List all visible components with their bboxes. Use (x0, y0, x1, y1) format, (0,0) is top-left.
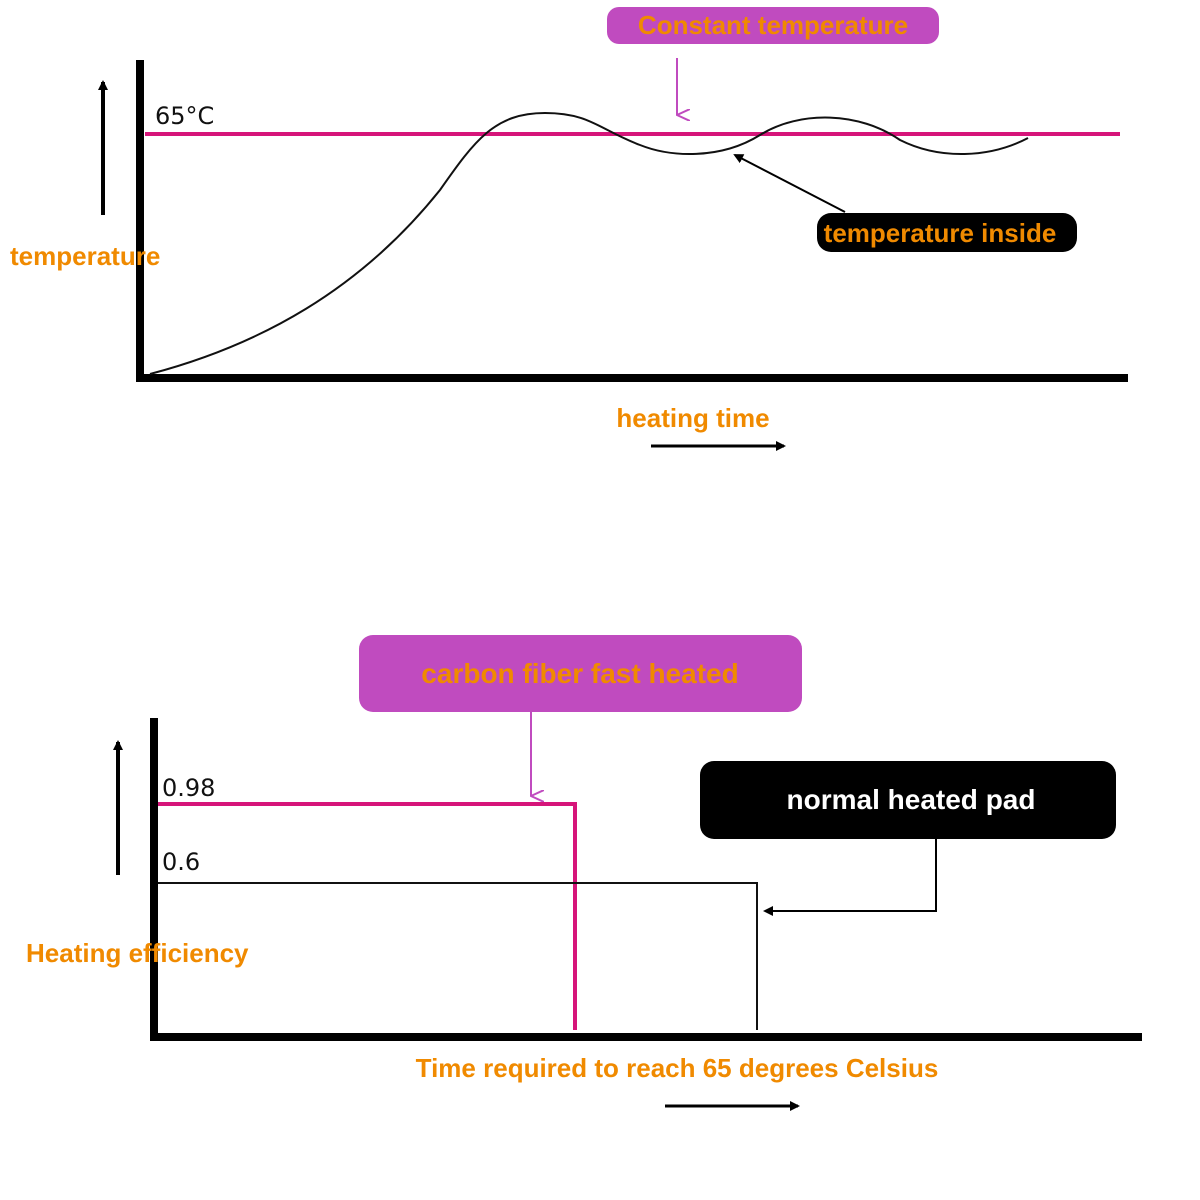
temperature-inside-curve (149, 111, 1029, 375)
temperature-inside-callout: temperature inside (733, 154, 1077, 252)
y-tick-65: 65°C (155, 102, 214, 130)
y-tick-06: 0.6 (162, 848, 200, 876)
constant-temperature-callout: Constant temperature (607, 7, 939, 115)
temperature-inside-label: temperature inside (824, 218, 1057, 248)
normal-pad-pointer (763, 839, 937, 916)
y-axis-label: Heating efficiency (26, 938, 249, 968)
normal-pad-callout: normal heated pad (700, 761, 1116, 916)
carbon-fiber-label: carbon fiber fast heated (421, 658, 738, 689)
carbon-fiber-callout: carbon fiber fast heated (359, 635, 802, 796)
temperature-chart: 65°C Constant temperature temperature in… (10, 7, 1128, 451)
temperature-inside-pointer (733, 154, 846, 213)
x-axis-label: heating time (616, 403, 769, 433)
normal-pad-label: normal heated pad (787, 784, 1036, 815)
constant-temperature-label: Constant temperature (638, 10, 908, 40)
y-tick-098: 0.98 (162, 774, 215, 802)
x-axis-label: Time required to reach 65 degrees Celsiu… (416, 1053, 939, 1083)
efficiency-chart: 0.98 0.6 carbon fiber fast heated normal… (26, 635, 1142, 1111)
y-axis-label: temperature (10, 241, 160, 271)
carbon-fiber-series-line (158, 802, 577, 1030)
normal-pad-series-line (158, 882, 758, 1030)
